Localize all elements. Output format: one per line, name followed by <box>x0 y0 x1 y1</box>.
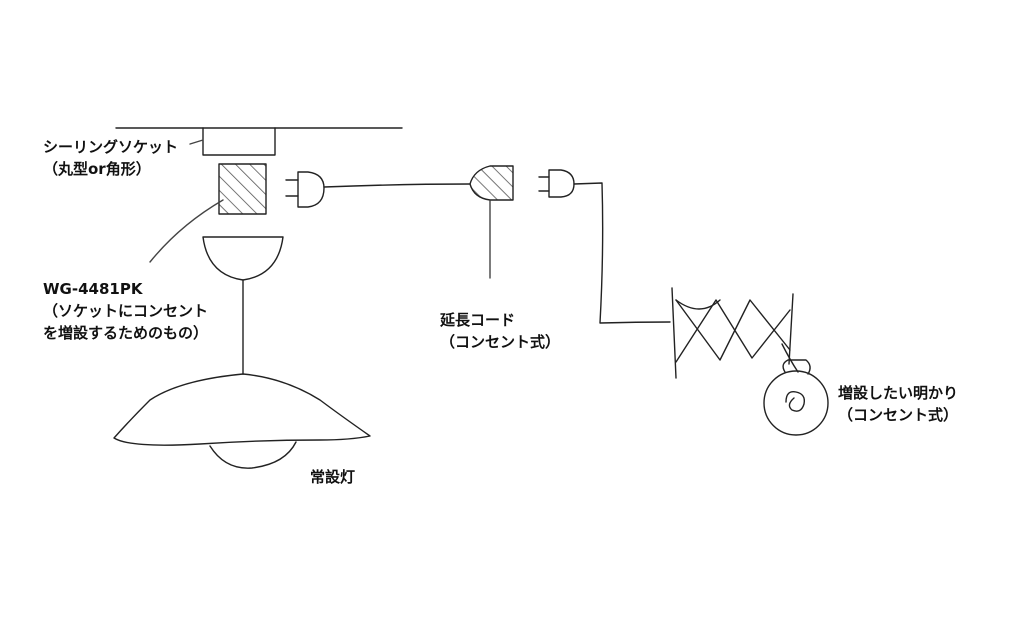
label-adapter: WG-4481PK （ソケットにコンセント を増設するためのもの） <box>43 278 208 344</box>
adapter-leader <box>149 199 224 263</box>
socket-leader <box>189 139 204 145</box>
plug-right <box>538 169 575 198</box>
label-regular-light-line1: 常設灯 <box>310 468 356 486</box>
canopy-bowl <box>202 236 284 281</box>
label-extension-cord-line1: 延長コード <box>440 311 516 329</box>
label-ceiling-socket: シーリングソケット （丸型or角形） <box>43 136 178 180</box>
scissor-arm <box>671 287 794 379</box>
extension-receptacle <box>469 165 514 201</box>
adapter-box <box>218 163 267 215</box>
label-added-light-line1: 増設したい明かり <box>838 384 959 402</box>
label-regular-light: 常設灯 <box>310 466 355 488</box>
added-light-bulb <box>763 359 829 436</box>
cord-1 <box>323 183 471 188</box>
label-extension-cord: 延長コード （コンセント式） <box>440 309 560 353</box>
label-ceiling-socket-line2: （丸型or角形） <box>43 160 151 178</box>
label-ceiling-socket-line1: シーリングソケット <box>43 138 179 156</box>
label-extension-cord-line2: （コンセント式） <box>440 333 561 351</box>
label-adapter-line1: WG-4481PK <box>43 280 143 298</box>
lamp-shade <box>113 373 371 446</box>
label-added-light-line2: （コンセント式） <box>838 406 959 424</box>
label-adapter-line2: （ソケットにコンセント <box>43 302 209 320</box>
bulb-wire <box>781 343 799 373</box>
plug-left <box>285 171 325 208</box>
regular-light-bulb <box>209 441 297 469</box>
label-adapter-line3: を増設するためのもの） <box>43 324 209 342</box>
label-added-light: 増設したい明かり （コンセント式） <box>838 382 958 426</box>
cord-2 <box>573 182 671 324</box>
ceiling-socket <box>202 127 276 156</box>
